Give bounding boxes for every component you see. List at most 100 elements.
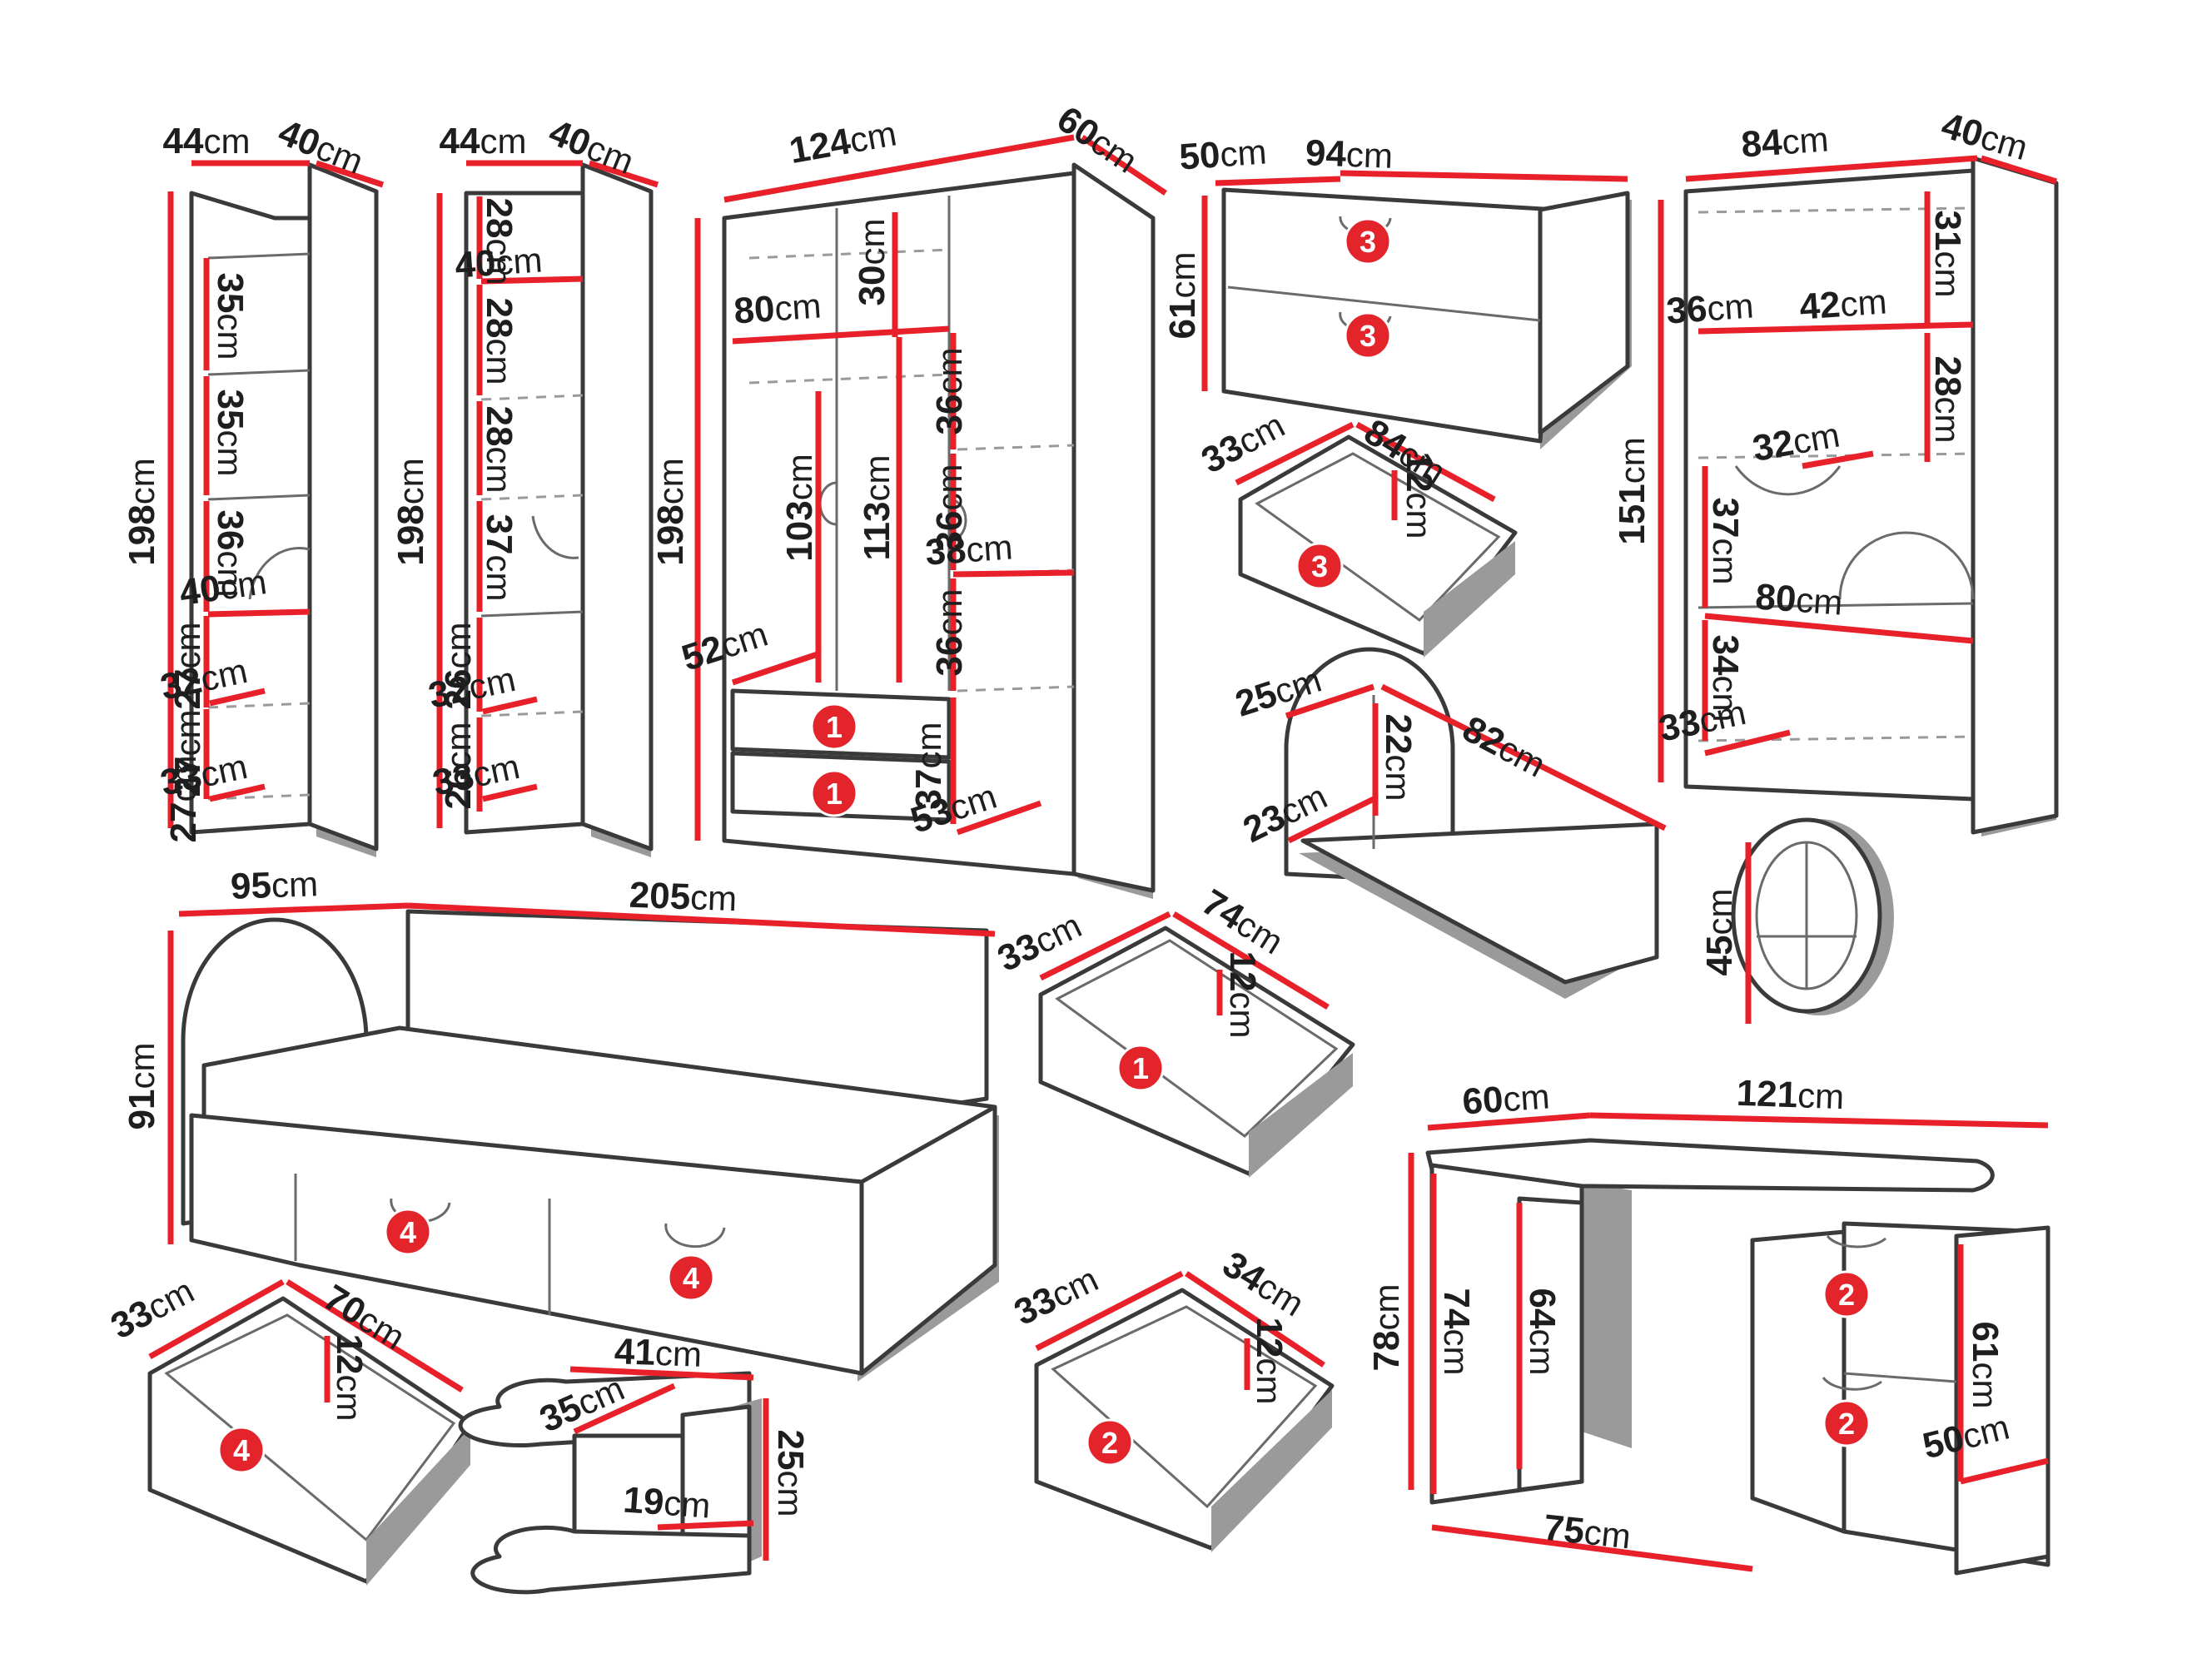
bookcase-narrow-a	[167, 160, 385, 857]
dimension-label: 28cm	[479, 298, 519, 385]
dimension-label: 33cm	[157, 746, 251, 804]
drawer-number-badge: 2	[1086, 1418, 1134, 1467]
dimension-label: 45cm	[1699, 889, 1740, 976]
dim-line	[1035, 1270, 1184, 1352]
dimension-label: 91cm	[122, 1043, 162, 1130]
dimension-label: 19cm	[622, 1479, 712, 1526]
dimension-label: 25cm	[770, 1430, 811, 1517]
dimension-label: 113cm	[857, 455, 897, 561]
dimension-label: 28cm	[479, 406, 519, 494]
dim-line	[1039, 911, 1171, 981]
dimension-label: 75cm	[1542, 1507, 1633, 1557]
drawer-number-badge: 2	[1822, 1270, 1871, 1318]
drawer-number-badge: 1	[810, 769, 858, 817]
dim-line	[1285, 683, 1375, 719]
drawer-number-badge: 4	[217, 1426, 266, 1474]
dimension-label: 30cm	[852, 219, 892, 306]
dimension-label: 22cm	[1378, 714, 1419, 802]
dim-line	[1340, 170, 1628, 182]
dimension-label: 35cm	[210, 273, 251, 360]
dim-line	[1427, 1112, 1591, 1131]
dimension-label: 50cm	[1178, 131, 1268, 177]
dimension-label: 32cm	[425, 658, 519, 717]
dimension-label: 33cm	[1195, 405, 1291, 482]
dim-line	[1355, 421, 1496, 503]
dimension-label: 74cm	[1436, 1288, 1477, 1376]
dim-line	[1215, 176, 1341, 186]
dim-line	[731, 650, 822, 686]
dimension-label: 44cm	[440, 121, 527, 161]
dim-line	[1172, 911, 1330, 1010]
dim-line	[1380, 683, 1667, 831]
dim-line	[1698, 321, 1974, 335]
dimension-label: 33cm	[1656, 692, 1750, 750]
dimension-label: 205cm	[629, 875, 738, 919]
dimension-label: 34cm	[1215, 1244, 1311, 1324]
dimension-label: 42cm	[1798, 280, 1888, 327]
dim-line	[732, 325, 950, 345]
dim-line	[315, 160, 385, 188]
dim-line	[723, 134, 1075, 203]
dimension-label: 36cm	[929, 348, 970, 435]
svg-text:2: 2	[1101, 1426, 1118, 1460]
dimension-label: 36cm	[1665, 285, 1755, 331]
dimension-label: 28cm	[1927, 356, 1968, 444]
dimension-label: 33cm	[992, 905, 1088, 980]
dimension-label: 28cm	[479, 198, 519, 285]
dim-line	[1802, 450, 1874, 469]
svg-text:4: 4	[683, 1261, 699, 1295]
wardrobe	[694, 134, 1167, 899]
desk	[1408, 1112, 2050, 1576]
dimension-label: 60cm	[1461, 1075, 1551, 1122]
drawer-1	[1038, 911, 1355, 1178]
dimension-label: 32cm	[157, 650, 251, 708]
dim-line	[956, 800, 1042, 836]
dimension-label: 198cm	[650, 458, 691, 565]
drawer-number-badge: 3	[1344, 217, 1392, 266]
bookcase-narrow-b	[436, 160, 659, 857]
dimension-label: 151cm	[1612, 437, 1653, 544]
svg-text:2: 2	[1838, 1407, 1855, 1441]
dim-line	[1589, 1112, 2049, 1129]
dim-line	[1704, 729, 1791, 757]
dimension-label: 37cm	[479, 514, 519, 602]
drawer-3	[1235, 421, 1518, 658]
svg-text:1: 1	[826, 777, 843, 811]
dimension-label: 26cm	[438, 722, 479, 810]
dimension-label: 198cm	[390, 458, 431, 565]
drawer-number-badge: 3	[1344, 311, 1392, 360]
round-shelf	[1731, 817, 1894, 1024]
dimension-label: 44cm	[163, 121, 251, 161]
dimension-label: 27cm	[163, 756, 204, 843]
svg-text:3: 3	[1360, 319, 1376, 353]
dimension-label: 80cm	[733, 285, 823, 331]
dim-line	[1081, 135, 1167, 196]
dimension-label: 78cm	[1366, 1284, 1407, 1372]
dim-line	[209, 688, 266, 707]
dimension-label: 37cm	[1705, 498, 1746, 585]
dimension-label: 35cm	[210, 390, 251, 477]
dim-line	[207, 608, 311, 618]
dim-line	[1235, 421, 1355, 486]
dim-line	[1685, 155, 1978, 182]
dimension-label: 82cm	[1456, 708, 1553, 786]
dimension-label: 84cm	[1740, 118, 1830, 165]
drawer-number-badge: 2	[1822, 1399, 1871, 1447]
dim-line	[482, 783, 538, 802]
dim-line	[286, 1279, 464, 1392]
drawer-number-badge: 1	[810, 702, 858, 751]
dimension-label: 31cm	[1927, 211, 1968, 298]
drawer-number-badge: 4	[384, 1208, 432, 1256]
dimension-label: 37cm	[908, 722, 949, 810]
dimension-label: 36cm	[210, 510, 251, 598]
svg-text:1: 1	[826, 710, 843, 744]
dimension-label: 12cm	[329, 1334, 370, 1422]
drawer-number-badge: 3	[1295, 542, 1344, 590]
dim-line	[1185, 1271, 1325, 1368]
svg-text:3: 3	[1311, 549, 1328, 583]
dim-line	[1704, 613, 1974, 644]
dim-line	[480, 276, 584, 285]
bookcase-wide	[1658, 155, 2059, 836]
dimension-label: 33cm	[430, 746, 524, 804]
